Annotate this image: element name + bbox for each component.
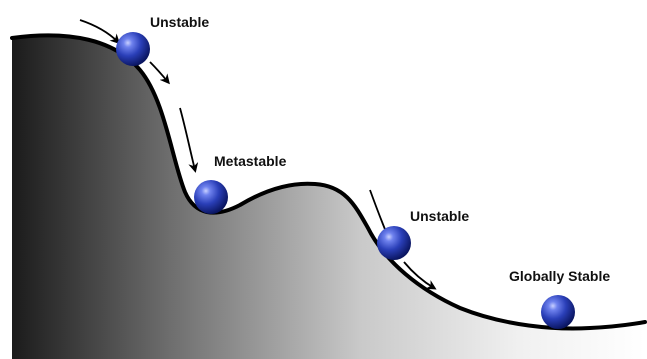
- label-globally-stable: Globally Stable: [509, 268, 611, 284]
- arrow-slope-down: [179, 107, 199, 173]
- arrow-top-outgoing: [149, 61, 170, 85]
- ball-metastable: [194, 180, 228, 214]
- arrow-top-incoming: [79, 19, 121, 45]
- ball-unstable-top: [116, 32, 150, 66]
- arrow-right-descent: [403, 261, 437, 290]
- label-unstable-right: Unstable: [410, 208, 470, 224]
- ball-unstable-right: [377, 226, 411, 260]
- label-metastable: Metastable: [214, 153, 287, 169]
- label-unstable-top: Unstable: [150, 14, 210, 30]
- landscape-fill: [12, 35, 645, 359]
- landscape-curve: [10, 33, 647, 331]
- ball-globally-stable: [541, 295, 575, 329]
